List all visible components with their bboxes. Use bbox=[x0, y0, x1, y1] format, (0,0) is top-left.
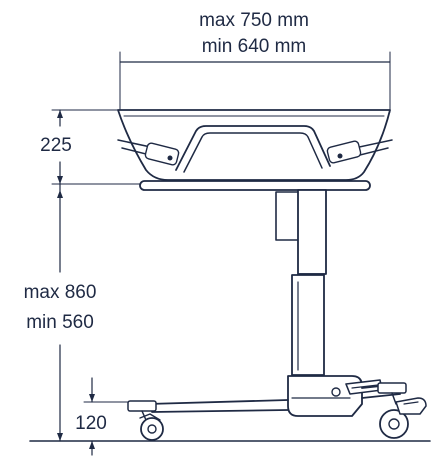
base-housing bbox=[287, 375, 363, 417]
depth-arrow-bottom bbox=[57, 176, 63, 184]
tub-depth-label: 225 bbox=[40, 135, 72, 156]
right-caster-hub bbox=[388, 418, 400, 430]
left-caster-tyre bbox=[140, 417, 164, 441]
base-housing-bolt bbox=[331, 387, 341, 397]
height-arrow-bottom bbox=[57, 433, 63, 441]
handle-frame-inner bbox=[183, 132, 323, 173]
height-max-label: max 860 bbox=[24, 282, 97, 303]
column-lower bbox=[291, 274, 325, 376]
right-caster-wheel bbox=[377, 382, 427, 439]
dimension-lines bbox=[29, 51, 431, 456]
width-min-label: min 640 mm bbox=[202, 36, 307, 57]
column-upper bbox=[297, 189, 327, 275]
chassis-arm-left-bottom bbox=[151, 409, 289, 413]
right-caster-brake bbox=[395, 397, 427, 415]
left-caster-hub bbox=[147, 424, 157, 434]
height-min-label: min 560 bbox=[26, 312, 94, 333]
base-arrow-top bbox=[89, 394, 95, 402]
left-latch bbox=[117, 139, 180, 166]
left-caster-mount bbox=[127, 400, 157, 412]
height-arrow-top bbox=[57, 190, 63, 198]
left-latch-pivot bbox=[167, 155, 173, 161]
right-caster-mount bbox=[377, 382, 407, 394]
actuator-box bbox=[275, 191, 301, 241]
left-caster-wheel bbox=[127, 400, 164, 441]
dimension-labels: max 750 mm min 640 mm 225 max 860 min 56… bbox=[24, 10, 309, 434]
support-rail bbox=[139, 180, 371, 191]
right-latch-pivot bbox=[337, 153, 343, 159]
foot-pedal-grip bbox=[351, 384, 379, 389]
base-height-label: 120 bbox=[75, 413, 107, 434]
width-max-label: max 750 mm bbox=[199, 10, 309, 31]
right-latch bbox=[326, 139, 393, 164]
bath-trolley bbox=[117, 109, 427, 441]
chassis-arm-right-bottom bbox=[361, 393, 401, 399]
base-arrow-bottom bbox=[89, 441, 95, 449]
chassis-arm-left-top bbox=[147, 399, 289, 405]
depth-arrow-top bbox=[57, 110, 63, 118]
right-caster-tyre bbox=[379, 409, 409, 439]
handle-frame-outer bbox=[175, 125, 331, 171]
